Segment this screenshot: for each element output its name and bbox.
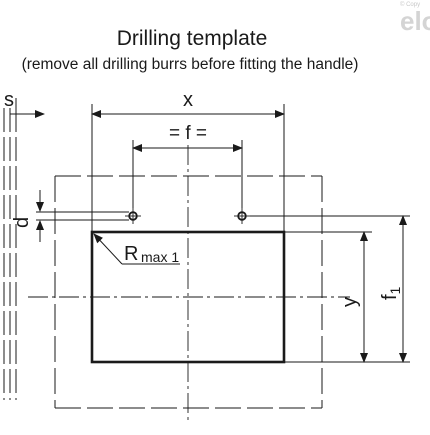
dimension-f1 [250, 215, 410, 363]
panel-side-edge [3, 108, 17, 400]
watermark-logo: elo [400, 6, 430, 36]
drill-hole-right [234, 208, 250, 224]
center-lines [28, 145, 350, 422]
handle-outline [54, 175, 323, 409]
radius-leader [93, 233, 123, 265]
drawing-subtitle: (remove all drilling burrs before fittin… [22, 56, 359, 73]
radius-label-sub: max 1 [141, 249, 179, 265]
watermark-copyright: © Copy [400, 1, 420, 8]
dimension-s [10, 98, 45, 118]
dimension-d [36, 190, 129, 242]
dimension-y [284, 231, 372, 363]
dimension-f-label: = f = [169, 123, 207, 144]
dimension-d-label: d [11, 217, 33, 228]
dimension-f1-label: f1 [379, 286, 403, 300]
dimension-x [91, 104, 285, 232]
dimension-x-label: x [183, 89, 193, 111]
dimension-f [132, 140, 243, 208]
dimension-y-label: y [339, 297, 361, 307]
drill-hole-left [125, 208, 141, 224]
drawing-title: Drilling template [117, 27, 268, 50]
dimension-s-label: s [4, 89, 14, 111]
radius-label: R [124, 243, 138, 265]
